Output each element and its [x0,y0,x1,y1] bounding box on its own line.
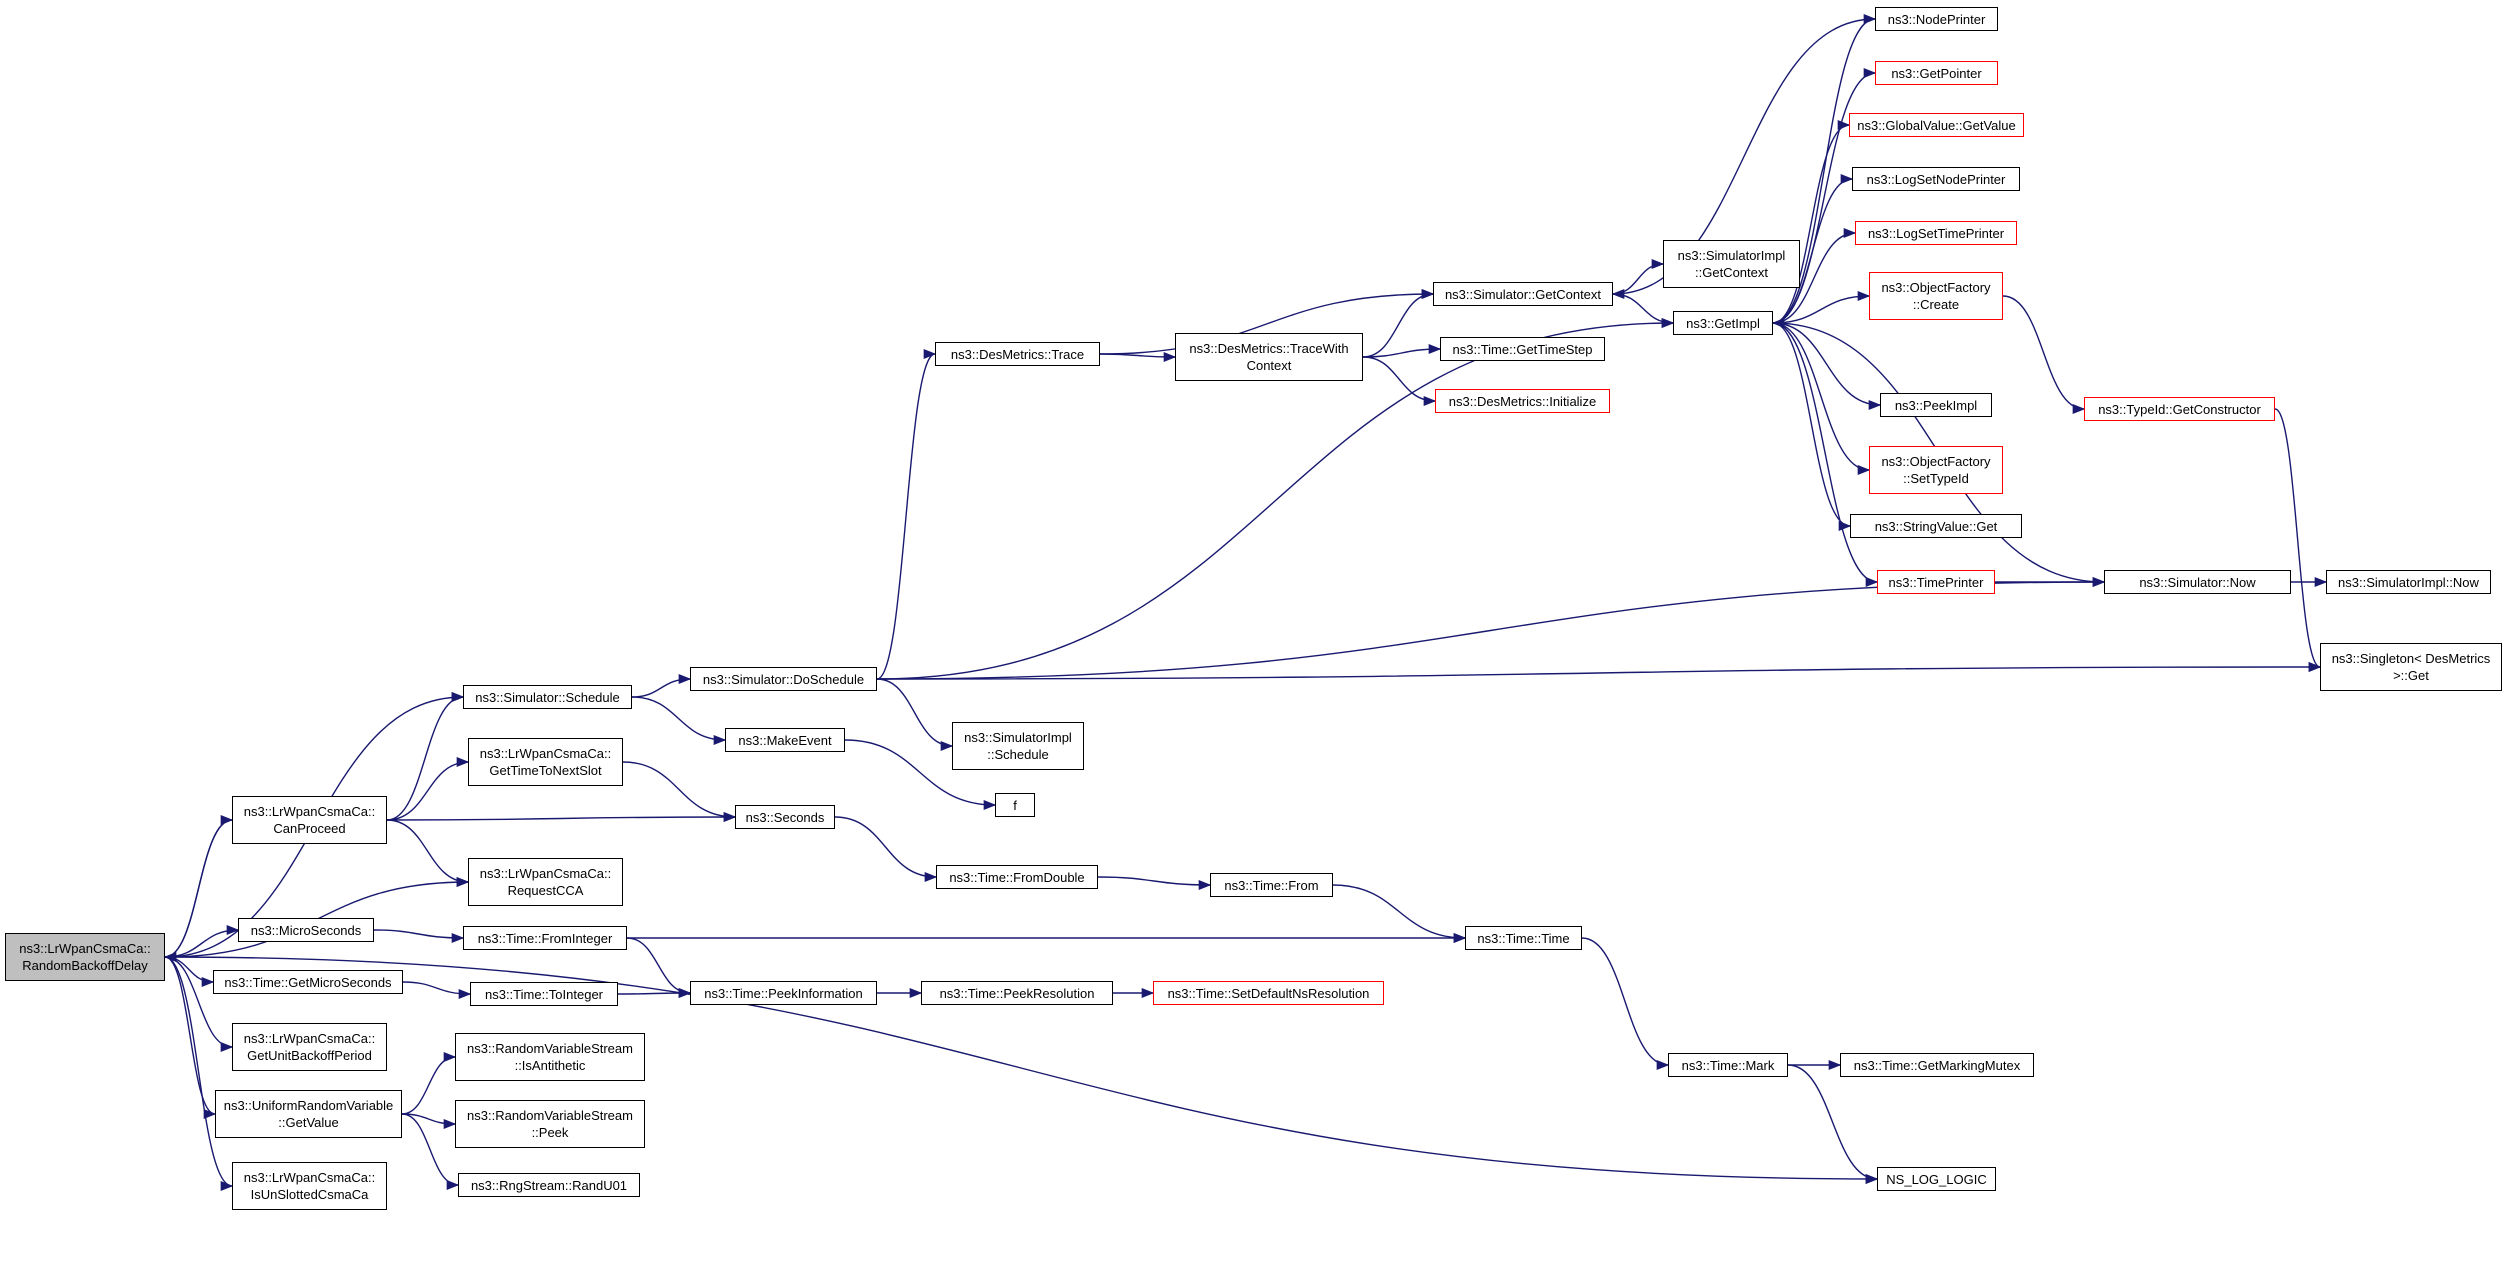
graph-node[interactable]: ns3::Time::ToInteger [470,982,618,1006]
graph-node[interactable]: ns3::Simulator::Schedule [463,685,632,709]
graph-node[interactable]: ns3::GlobalValue::GetValue [1849,113,2024,137]
call-edge [1362,356,1437,407]
call-edge [1362,343,1442,358]
call-edge [1772,174,1854,324]
graph-node[interactable]: ns3::TimePrinter [1877,570,1995,594]
graph-node[interactable]: ns3::Seconds [735,805,835,829]
graph-node[interactable]: ns3::GetImpl [1673,311,1773,335]
call-edge [1332,884,1467,944]
call-edge [876,661,2322,680]
call-edge [834,816,938,883]
graph-node[interactable]: ns3::SimulatorImpl ::GetContext [1663,240,1800,288]
graph-node[interactable]: ns3::LrWpanCsmaCa:: GetUnitBackoffPeriod [232,1023,387,1071]
call-edge [386,819,470,888]
call-edge [631,673,692,698]
graph-node[interactable]: ns3::LrWpanCsmaCa:: GetTimeToNextSlot [468,738,623,786]
graph-node[interactable]: ns3::LogSetTimePrinter [1855,221,2017,245]
call-edge [844,739,997,811]
call-edge [1612,293,1675,329]
graph-node[interactable]: ns3::Singleton< DesMetrics >::Get [2320,643,2502,691]
call-edge [1772,322,1879,587]
call-edge [1772,14,1877,324]
call-edge [876,678,954,752]
graph-node[interactable]: ns3::DesMetrics::Initialize [1435,389,1610,413]
graph-node[interactable]: ns3::SimulatorImpl ::Schedule [952,722,1084,770]
call-edge [164,956,234,1191]
graph-node[interactable]: ns3::Time::PeekResolution [921,981,1113,1005]
call-edge [1772,227,1857,324]
call-edge [401,1113,460,1191]
graph-node[interactable]: ns3::LrWpanCsmaCa:: RandomBackoffDelay [5,933,165,981]
call-edge [631,696,727,746]
call-edge [163,819,233,962]
graph-node[interactable]: f [995,793,1035,817]
graph-node[interactable]: ns3::Simulator::DoSchedule [690,667,877,691]
graph-node[interactable]: ns3::LrWpanCsmaCa:: IsUnSlottedCsmaCa [232,1162,387,1210]
call-edge [1772,322,1882,411]
call-edge [626,937,692,999]
call-edge [402,981,472,1000]
call-edge [1772,290,1871,324]
graph-node[interactable]: ns3::Time::SetDefaultNsResolution [1153,981,1384,1005]
graph-node[interactable]: ns3::LrWpanCsmaCa:: RequestCCA [468,858,623,906]
graph-node[interactable]: ns3::DesMetrics::TraceWith Context [1175,333,1363,381]
call-edge [1099,288,1435,355]
call-edge [2274,408,2322,672]
graph-node[interactable]: ns3::ObjectFactory ::SetTypeId [1869,446,2003,494]
edge-layer [163,14,2328,1191]
graph-node[interactable]: ns3::Time::PeekInformation [690,981,877,1005]
graph-node[interactable]: ns3::MakeEvent [725,728,845,752]
call-edge [1612,258,1665,295]
graph-node[interactable]: ns3::StringValue::Get [1850,514,2022,538]
call-edge [386,691,465,821]
call-edge [1772,322,1871,476]
graph-node[interactable]: ns3::Time::FromDouble [936,865,1098,889]
graph-node[interactable]: NS_LOG_LOGIC [1877,1167,1996,1191]
graph-node[interactable]: ns3::Time::GetMicroSeconds [213,970,403,994]
call-edge [1787,1064,1879,1185]
graph-node[interactable]: ns3::Time::Time [1465,926,1582,950]
graph-node[interactable]: ns3::Simulator::Now [2104,570,2291,594]
graph-node[interactable]: ns3::Time::Mark [1668,1053,1788,1077]
call-edge [2002,295,2086,415]
call-edge [401,1113,457,1130]
graph-node[interactable]: ns3::UniformRandomVariable ::GetValue [215,1090,402,1138]
call-edge [373,929,465,944]
call-edge [386,756,470,821]
graph-node[interactable]: ns3::RandomVariableStream ::IsAntithetic [455,1033,645,1081]
call-edge [1581,937,1670,1071]
graph-node[interactable]: ns3::LogSetNodePrinter [1852,167,2020,191]
graph-node[interactable]: ns3::Time::GetTimeStep [1440,337,1605,361]
graph-node[interactable]: ns3::MicroSeconds [238,918,374,942]
call-edge [164,956,217,1119]
call-edge [386,811,737,823]
call-edge [401,1051,457,1115]
graph-node[interactable]: ns3::Simulator::GetContext [1433,282,1613,306]
graph-node[interactable]: ns3::Time::From [1210,873,1333,897]
graph-node[interactable]: ns3::ObjectFactory ::Create [1869,272,2003,320]
graph-node[interactable]: ns3::PeekImpl [1880,393,1992,417]
graph-node[interactable]: ns3::DesMetrics::Trace [935,342,1100,366]
graph-node[interactable]: ns3::RngStream::RandU01 [458,1173,640,1197]
call-edge [1097,876,1212,891]
call-edge [1362,288,1435,358]
graph-node[interactable]: ns3::Time::GetMarkingMutex [1840,1053,2034,1077]
call-edge [1611,18,1876,300]
call-edge [622,761,737,823]
graph-node[interactable]: ns3::SimulatorImpl::Now [2326,570,2491,594]
call-edge [164,924,240,958]
call-edge [1772,120,1851,324]
call-edge [1772,322,1852,531]
graph-node[interactable]: ns3::LrWpanCsmaCa:: CanProceed [232,796,387,844]
graph-node[interactable]: ns3::TypeId::GetConstructor [2084,397,2275,421]
graph-node[interactable]: ns3::NodePrinter [1875,7,1998,31]
call-edge [617,987,692,999]
call-edge [876,349,937,680]
graph-node[interactable]: ns3::RandomVariableStream ::Peek [455,1100,645,1148]
call-edge [164,956,1879,1185]
graph-node[interactable]: ns3::Time::FromInteger [463,926,627,950]
call-edge [876,576,2106,680]
graph-node[interactable]: ns3::GetPointer [1875,61,1998,85]
